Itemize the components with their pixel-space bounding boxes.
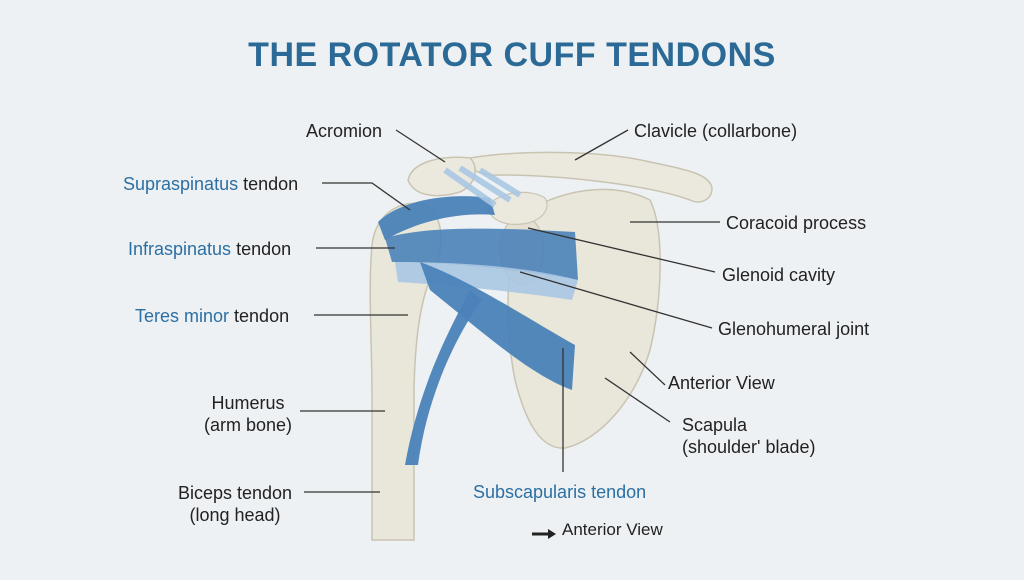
leader-glenohumeral bbox=[519, 271, 713, 329]
ligament-fibers bbox=[443, 165, 522, 208]
humerus-line2: (arm bone) bbox=[203, 415, 293, 435]
infraspinatus-suffix: tendon bbox=[231, 239, 292, 259]
leader-clavicle bbox=[574, 129, 629, 161]
biceps-line1: Biceps tendon bbox=[177, 483, 293, 503]
right-arrow-icon bbox=[532, 525, 558, 539]
label-subscapularis: Subscapularis tendon bbox=[473, 482, 647, 502]
leader-supraspinatus bbox=[322, 182, 411, 211]
label-glenoid: Glenoid cavity bbox=[722, 265, 836, 285]
leader-scapula bbox=[604, 377, 671, 423]
supraspinatus-suffix: tendon bbox=[238, 174, 299, 194]
supraspinatus-tendon-shape bbox=[378, 196, 495, 240]
label-acromion: Acromion bbox=[306, 121, 383, 141]
leader-glenoid bbox=[527, 227, 716, 273]
clavicle-bone bbox=[469, 151, 713, 203]
label-glenohumeral: Glenohumeral joint bbox=[718, 319, 870, 339]
infraspinatus-name: Infraspinatus bbox=[128, 239, 232, 259]
leader-anterior-view bbox=[629, 351, 666, 386]
label-clavicle: Clavicle (collarbone) bbox=[634, 121, 798, 141]
label-supraspinatus: Supraspinatus tendon bbox=[123, 173, 298, 195]
biceps-line2: (long head) bbox=[189, 505, 281, 525]
biceps-tendon-shape bbox=[405, 290, 482, 465]
label-anterior-view: Anterior View bbox=[668, 373, 775, 393]
label-scapula: Scapula (shoulder' blade) bbox=[682, 414, 816, 458]
bottom-anterior-view: Anterior View bbox=[532, 520, 663, 540]
diagram-title: THE ROTATOR CUFF TENDONS bbox=[248, 36, 776, 74]
leader-acromion bbox=[395, 129, 446, 163]
infraspinatus-tendon-shape bbox=[385, 228, 578, 280]
teres-minor-name: Teres minor bbox=[135, 306, 230, 326]
label-coracoid: Coracoid process bbox=[726, 213, 867, 233]
label-infraspinatus: Infraspinatus tendon bbox=[128, 238, 291, 260]
subscapularis-tendon-shape bbox=[420, 262, 575, 390]
humerus-line1: Humerus bbox=[211, 393, 285, 413]
acromion-bone bbox=[407, 156, 476, 197]
label-teres-minor: Teres minor tendon bbox=[135, 305, 289, 327]
bottom-anterior-view-text: Anterior View bbox=[562, 520, 663, 539]
supraspinatus-name: Supraspinatus bbox=[123, 174, 239, 194]
label-humerus: Humerus (arm bone) bbox=[196, 392, 300, 436]
teres-minor-suffix: tendon bbox=[229, 306, 290, 326]
label-biceps: Biceps tendon (long head) bbox=[170, 482, 300, 526]
scapula-line2: (shoulder' blade) bbox=[682, 437, 816, 457]
scapula-line1: Scapula bbox=[682, 415, 748, 435]
